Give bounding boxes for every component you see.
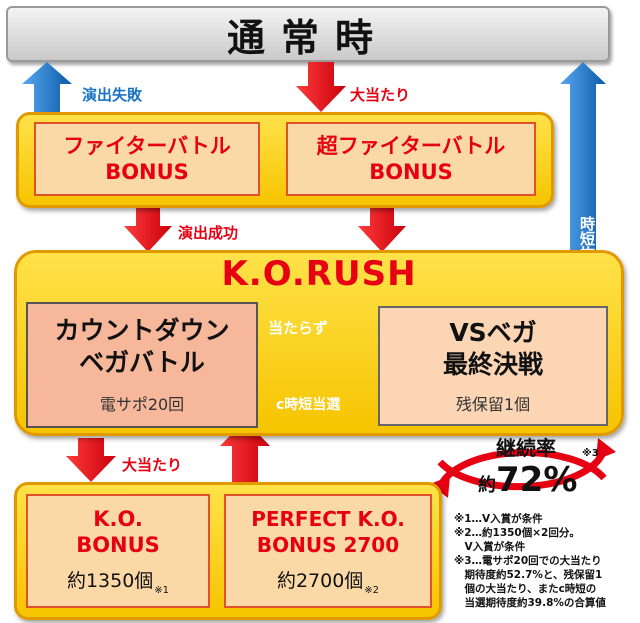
vs-line2: 最終決戦 xyxy=(442,350,543,379)
perfect-bonus-line2: BONUS 2700 xyxy=(256,533,400,557)
label-ensyutsu-fail: 演出失敗 xyxy=(82,86,143,104)
label-bighit-top: 大当たり xyxy=(350,86,411,104)
arrow-jitan-up xyxy=(560,62,606,300)
label-cjitan: c時短当選 xyxy=(276,397,341,413)
ko-bonus-note: ※1 xyxy=(154,585,170,596)
countdown-box: カウントダウン ベガバトル 電サポ20回 xyxy=(26,302,258,428)
footnote-line: 個の大当たり、またc時短の xyxy=(454,583,597,595)
footnotes: ※1…V入賞が条件 ※2…約1350個×2回分。 V入賞が条件 ※3…電サポ20… xyxy=(454,512,638,610)
ko-bonus-box: K.O. BONUS 約1350個※1 xyxy=(26,494,210,608)
arrow-success-down xyxy=(124,196,172,252)
countdown-line2: ベガバトル xyxy=(79,348,205,377)
super-fighter-bonus-line2: BONUS xyxy=(369,160,453,184)
ko-bonus-amount: 約1350個 xyxy=(66,570,154,592)
continue-prefix: 約 xyxy=(478,475,496,496)
arrow-perfect-up xyxy=(220,420,270,486)
arrow-super-down xyxy=(358,196,406,252)
perfect-bonus-amount-row: 約2700個※2 xyxy=(277,566,379,596)
ko-rush-title: K.O.RUSH xyxy=(221,254,417,294)
footnote-line: ※2…約1350個×2回分。 xyxy=(454,527,580,539)
footnote-line: V入賞が条件 xyxy=(454,541,526,553)
super-fighter-bonus-line1: 超ファイターバトル xyxy=(316,134,506,158)
perfect-bonus-line1: PERFECT K.O. xyxy=(251,507,405,531)
vs-line1: VSベガ xyxy=(449,318,537,347)
footnote-line: 当選期待度約39.8%の合算値 xyxy=(454,597,606,609)
ko-bonus-line2: BONUS xyxy=(76,533,160,557)
footnote-line: ※3…電サポ20回での大当たり xyxy=(454,555,602,567)
perfect-bonus-box: PERFECT K.O. BONUS 2700 約2700個※2 xyxy=(224,494,432,608)
countdown-sub: 電サポ20回 xyxy=(99,395,185,414)
label-atarazu: 当たらず xyxy=(268,319,328,337)
arrow-fail-up xyxy=(22,62,72,112)
normal-time-label: 通常時 xyxy=(226,15,389,60)
super-fighter-bonus-box: 超ファイターバトル BONUS xyxy=(286,122,536,196)
arrow-bighit-bottom-down xyxy=(66,438,116,482)
label-bighit-bottom: 大当たり xyxy=(122,456,183,474)
footnote-line: 期待度約52.7%と、残保留1 xyxy=(454,569,603,581)
perfect-bonus-note: ※2 xyxy=(364,585,380,596)
continue-curve-arrow xyxy=(437,447,608,491)
footnote-line: ※1…V入賞が条件 xyxy=(454,513,543,525)
fighter-bonus-line2: BONUS xyxy=(105,160,189,184)
vs-box: VSベガ 最終決戦 残保留1個 xyxy=(378,306,608,426)
fighter-bonus-box: ファイターバトル BONUS xyxy=(34,122,260,196)
ko-bonus-line1: K.O. xyxy=(93,507,143,531)
continue-label: 継続率 xyxy=(496,436,556,460)
label-ensyutsu-success: 演出成功 xyxy=(178,224,239,242)
vs-sub: 残保留1個 xyxy=(455,395,531,414)
perfect-bonus-amount: 約2700個 xyxy=(276,570,364,592)
ko-bonus-amount-row: 約1350個※1 xyxy=(67,566,169,596)
arrow-bighit-down xyxy=(296,62,346,112)
normal-time-bar: 通常時 xyxy=(6,6,610,62)
countdown-line1: カウントダウン xyxy=(54,316,230,345)
continue-value: 72% xyxy=(496,460,578,500)
fighter-bonus-line1: ファイターバトル xyxy=(63,134,231,158)
continue-note: ※3 xyxy=(582,448,599,459)
continue-rate: 約72% xyxy=(478,460,577,500)
